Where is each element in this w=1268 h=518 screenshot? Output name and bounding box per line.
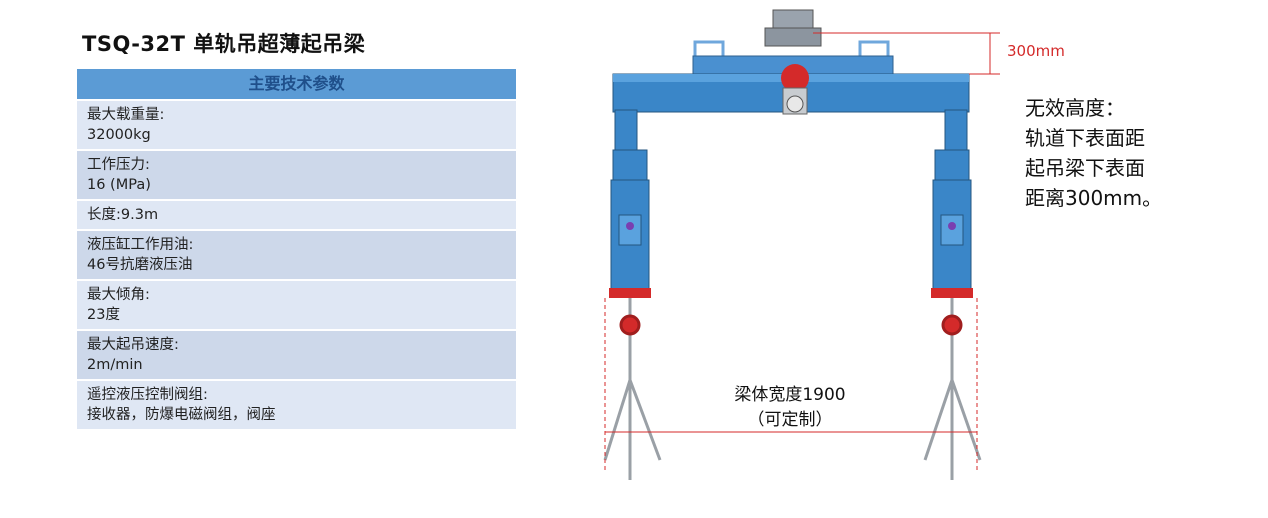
spec-label: 长度:9.3m — [87, 207, 159, 223]
note-line: 距离300mm。 — [1025, 186, 1163, 210]
right-chain-icon — [923, 298, 982, 480]
spec-label: 最大倾角: — [87, 287, 150, 303]
height-note: 无效高度： 轨道下表面距 起吊梁下表面 距离300mm。 — [1025, 93, 1162, 213]
note-line: 轨道下表面距 — [1025, 126, 1145, 150]
left-chain-icon — [603, 298, 662, 480]
spec-row-valve: 遥控液压控制阀组: 接收器，防爆电磁阀组，阀座 — [77, 379, 516, 429]
spec-label: 工作压力: — [87, 157, 150, 173]
lifting-beam-illustration — [603, 9, 1000, 480]
spec-label: 最大载重量: — [87, 107, 165, 123]
spec-row-length: 长度:9.3m — [77, 199, 516, 229]
page-title: TSQ-32T 单轨吊超薄起吊梁 — [82, 32, 366, 56]
spec-row-tilt: 最大倾角: 23度 — [77, 279, 516, 329]
spec-label: 最大起吊速度: — [87, 337, 179, 353]
spec-value: 2m/min — [87, 357, 143, 373]
spec-value: 接收器，防爆电磁阀组，阀座 — [87, 407, 276, 423]
trolley-icon — [764, 9, 822, 47]
spec-table-header: 主要技术参数 — [77, 69, 516, 99]
height-dimension-label: 300mm — [1007, 42, 1065, 60]
right-leg — [931, 109, 973, 298]
spec-row-speed: 最大起吊速度: 2m/min — [77, 329, 516, 379]
note-line: 起吊梁下表面 — [1025, 156, 1145, 180]
note-line: 无效高度： — [1025, 96, 1125, 120]
spec-value: 46号抗磨液压油 — [87, 257, 193, 273]
center-hook-icon — [781, 64, 809, 115]
height-dimension-lines — [813, 32, 1000, 75]
spec-value: 16 (MPa) — [87, 177, 151, 193]
spec-row-oil: 液压缸工作用油: 46号抗磨液压油 — [77, 229, 516, 279]
spec-value: 32000kg — [87, 127, 151, 143]
spec-label: 遥控液压控制阀组: — [87, 387, 208, 403]
left-leg — [609, 109, 651, 298]
spec-table: 主要技术参数 最大载重量: 32000kg 工作压力: 16 (MPa) 长度:… — [77, 69, 516, 429]
width-label-main: 梁体宽度1900 — [734, 385, 846, 405]
width-label-sub: （可定制） — [747, 410, 833, 430]
width-dimension-label: 梁体宽度1900 （可定制） — [720, 383, 860, 433]
spec-row-max-load: 最大载重量: 32000kg — [77, 99, 516, 149]
spec-row-pressure: 工作压力: 16 (MPa) — [77, 149, 516, 199]
spec-label: 液压缸工作用油: — [87, 237, 194, 253]
width-dimension-lines — [604, 298, 978, 470]
spec-value: 23度 — [87, 307, 120, 323]
